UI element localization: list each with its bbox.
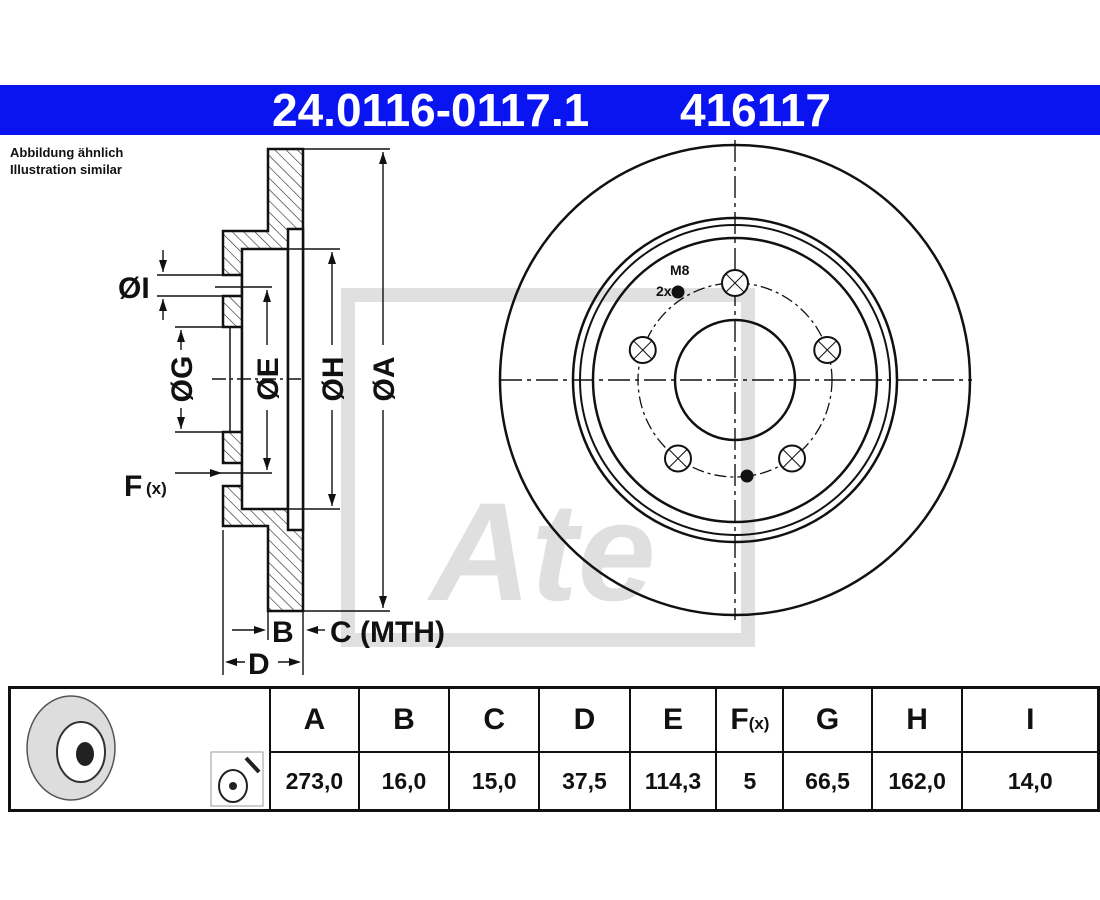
label-diameter-i: ØI <box>118 272 150 305</box>
column-header-f: F(x) <box>715 686 785 753</box>
bolt-hole-cross <box>725 273 745 293</box>
dimension-lines <box>157 148 390 675</box>
value-b: 16,0 <box>357 751 451 812</box>
label-f: F <box>124 470 142 503</box>
label-d: D <box>248 648 270 680</box>
value-h: 162,0 <box>870 751 964 812</box>
product-thumbnail-cell <box>8 686 271 812</box>
measure-icon <box>210 751 264 807</box>
column-key: E <box>663 703 684 736</box>
bolt-hole-cross <box>817 340 837 360</box>
label-diameter-h: ØH <box>317 357 350 402</box>
column-header-a: A <box>269 686 360 753</box>
threaded-hole <box>740 469 754 483</box>
column-header-c: C <box>448 686 541 753</box>
label-diameter-g: ØG <box>166 356 199 403</box>
svg-text:Ate: Ate <box>427 473 656 630</box>
column-header-e: E <box>628 686 718 753</box>
front-view <box>498 140 972 620</box>
value-d: 37,5 <box>538 751 631 812</box>
part-number: 24.0116-0117.1 <box>272 84 590 136</box>
column-key: F <box>730 703 749 736</box>
label-f-sub: (x) <box>146 479 167 498</box>
value-a: 273,0 <box>269 751 360 812</box>
column-key: C <box>483 703 506 736</box>
disc-thumbnail-icon <box>26 695 264 807</box>
thread-label: M8 <box>670 262 690 278</box>
value-f: 5 <box>715 751 785 812</box>
column-header-i: I <box>961 686 1100 753</box>
label-diameter-a: ØA <box>368 357 401 402</box>
article-number: 416117 <box>680 84 831 136</box>
value-g: 66,5 <box>782 751 873 812</box>
note-de: Abbildung ähnlich <box>10 145 124 160</box>
column-key: I <box>1026 703 1035 736</box>
value-c: 15,0 <box>448 751 541 812</box>
threaded-hole <box>671 285 685 299</box>
column-key: D <box>573 703 596 736</box>
technical-drawing: Ate ØI ØG ØE ØH ØA F (x) B C (MTH) D <box>118 140 972 680</box>
label-diameter-e: ØE <box>252 357 285 400</box>
column-header-g: G <box>782 686 873 753</box>
side-section-view <box>221 147 305 613</box>
bolt-hole-cross <box>668 449 688 468</box>
value-e: 114,3 <box>628 751 718 812</box>
column-header-d: D <box>538 686 631 753</box>
column-key-sub: (x) <box>748 714 770 733</box>
table-header-row: A B C D E F(x) G H I <box>8 686 1100 812</box>
label-b: B <box>272 616 294 649</box>
ate-watermark: Ate <box>341 288 755 647</box>
thread-count: 2x <box>656 283 672 299</box>
illustration-note: Abbildung ähnlich Illustration similar <box>10 144 123 178</box>
column-key: A <box>303 703 326 736</box>
column-header-b: B <box>357 686 451 753</box>
column-key: G <box>815 703 840 736</box>
note-en: Illustration similar <box>10 162 122 177</box>
bolt-hole-cross <box>782 449 802 468</box>
label-c-mth: C (MTH) <box>330 616 445 649</box>
column-key: H <box>906 703 928 736</box>
value-i: 14,0 <box>961 751 1100 812</box>
column-key: B <box>393 703 415 736</box>
bolt-hole-cross <box>633 340 653 360</box>
column-header-h: H <box>870 686 964 753</box>
title-bar: 24.0116-0117.1 416117 <box>0 85 1100 135</box>
